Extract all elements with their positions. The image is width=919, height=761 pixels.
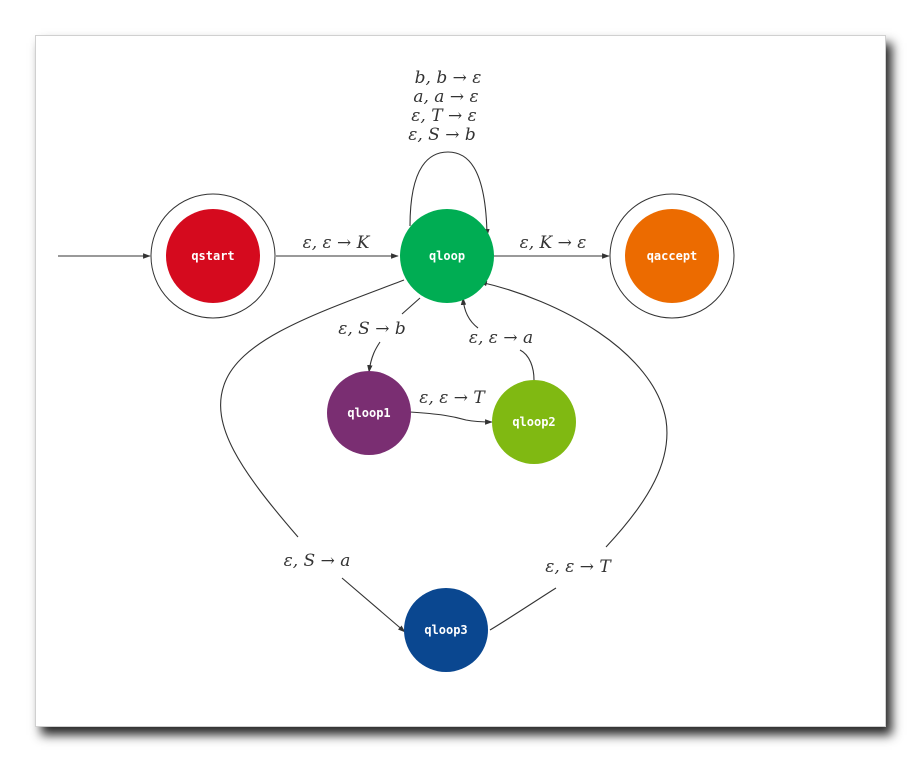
label-qloop2-qloop: ε, ε → a	[469, 328, 533, 348]
edge-qloop-self-loop	[409, 151, 490, 237]
label-qloop-qloop3: ε, S → a	[284, 551, 351, 571]
label-qloop-qaccept: ε, K → ε	[520, 233, 587, 253]
edge-qloop-qloop1	[369, 297, 421, 372]
label-qloop-self-3: ε, T → ε	[411, 106, 476, 126]
label-qstart-qloop: ε, ε → K	[303, 233, 371, 253]
state-qloop2-label: qloop2	[512, 415, 555, 429]
edge-qloop-qloop3	[220, 279, 405, 632]
edge-qloop1-qloop2	[409, 411, 493, 425]
label-qloop-qloop1: ε, S → b	[338, 319, 406, 339]
state-qloop3-label: qloop3	[424, 623, 467, 637]
edge-qloop3-qloop	[480, 282, 668, 631]
label-qloop1-qloop2: ε, ε → T	[419, 388, 486, 408]
edge-qloop2-qloop	[463, 298, 535, 381]
state-qaccept-label: qaccept	[647, 249, 698, 263]
state-qloop2	[492, 380, 576, 464]
label-qloop-self-1: b, b → ε	[415, 68, 482, 88]
state-qloop1-label: qloop1	[347, 406, 390, 420]
label-qloop-self-4: ε, S → b	[408, 125, 476, 145]
state-qstart	[166, 209, 260, 303]
state-qloop3	[404, 588, 488, 672]
label-qloop3-qloop: ε, ε → T	[545, 557, 612, 577]
state-qloop	[400, 209, 494, 303]
state-qloop-label: qloop	[429, 249, 465, 263]
state-qstart-label: qstart	[191, 249, 234, 263]
state-qloop1	[327, 371, 411, 455]
state-qaccept	[625, 209, 719, 303]
label-qloop-self-2: a, a → ε	[413, 87, 478, 107]
